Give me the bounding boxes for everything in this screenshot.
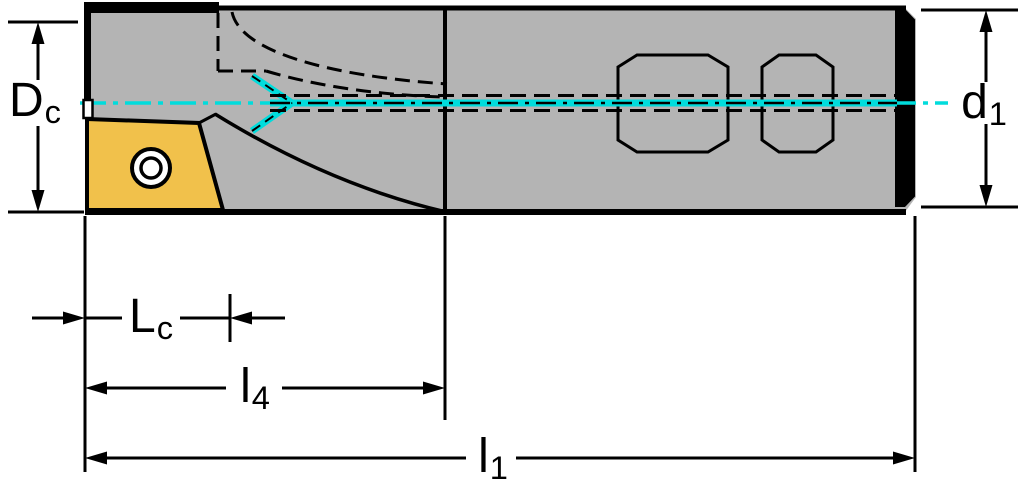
dimension-label-dc: Dc [2,74,68,128]
dimension-label-l1: l1 [466,430,520,484]
dc-subscript: c [44,92,61,130]
l4-arrow-right [423,381,445,395]
l4-arrow-left [85,381,107,395]
hidden-flute-curve-upper [230,11,448,86]
d1-arrow-up [979,10,993,32]
dimension-label-lc: Lc [118,290,184,344]
lc-main: L [128,290,156,343]
dimension-label-l4: l4 [227,360,283,414]
l1-subscript: 1 [489,448,508,486]
flute-face-curve [214,112,447,214]
insert-seat-notch [82,98,94,120]
dc-arrow-up [31,22,45,44]
dimension-dc [8,20,84,214]
l1-arrow-right [893,451,915,465]
dc-main: D [9,74,44,127]
l1-main: l [478,430,489,483]
d1-subscript: 1 [988,94,1007,132]
tool-tip-left-edge [84,2,91,119]
shank-end-face [895,9,915,207]
insert-screw-socket [139,156,163,180]
dimension-d1 [921,8,1018,209]
dimension-l1 [85,451,915,465]
l4-subscript: 4 [251,378,270,416]
coolant-channel [80,73,948,134]
branch-upper-dashes [251,75,293,104]
l4-main: l [240,360,251,413]
dimension-label-d1: d1 [950,76,1018,130]
dimension-l4 [85,381,445,395]
lc-arrow-left [63,311,85,325]
clamping-groove-2 [760,53,835,154]
lc-arrow-right [230,311,252,325]
cutting-edge-area [82,98,447,214]
branch-lower-dashes [251,102,293,132]
d1-main: d [961,76,988,129]
l1-arrow-left [85,451,107,465]
lc-subscript: c [156,308,173,346]
dc-arrow-down [31,190,45,212]
d1-arrow-down [979,185,993,207]
clamping-groove-1 [616,53,730,154]
dimension-lc [32,311,285,325]
